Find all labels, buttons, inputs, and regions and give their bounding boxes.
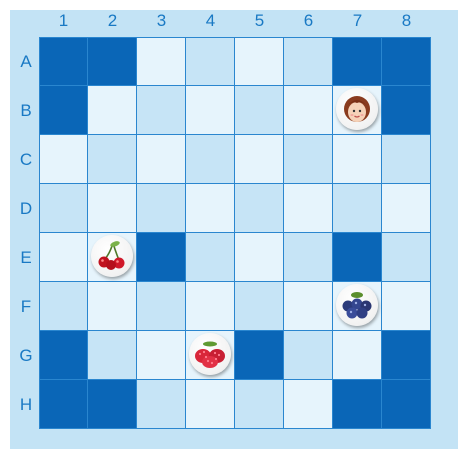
- board-cell-A7[interactable]: [333, 37, 382, 86]
- board-cell-G5[interactable]: [235, 331, 284, 380]
- raspberries-icon[interactable]: [189, 333, 231, 375]
- board-cell-H7[interactable]: [333, 380, 382, 429]
- cherries-icon[interactable]: [91, 235, 133, 277]
- board-cell-E7[interactable]: [333, 233, 382, 282]
- board-cell-C7[interactable]: [333, 135, 382, 184]
- board-cell-G1[interactable]: [39, 331, 88, 380]
- board-cell-F7[interactable]: [333, 282, 382, 331]
- blueberries-icon[interactable]: [336, 284, 378, 326]
- board-cell-G8[interactable]: [382, 331, 431, 380]
- column-label-2: 2: [88, 10, 137, 32]
- girl-face-icon[interactable]: [336, 88, 378, 130]
- game-board: [39, 37, 431, 429]
- board-cell-A1[interactable]: [39, 37, 88, 86]
- board-cell-B1[interactable]: [39, 86, 88, 135]
- row-label-G: G: [15, 331, 37, 380]
- board-cell-D4[interactable]: [186, 184, 235, 233]
- board-cell-E3[interactable]: [137, 233, 186, 282]
- board-cell-D6[interactable]: [284, 184, 333, 233]
- board-cell-C4[interactable]: [186, 135, 235, 184]
- column-label-4: 4: [186, 10, 235, 32]
- board-cell-E5[interactable]: [235, 233, 284, 282]
- board-cell-A6[interactable]: [284, 37, 333, 86]
- board-cell-D8[interactable]: [382, 184, 431, 233]
- board-cell-F5[interactable]: [235, 282, 284, 331]
- board-cell-A3[interactable]: [137, 37, 186, 86]
- board-cell-D5[interactable]: [235, 184, 284, 233]
- board-cell-D1[interactable]: [39, 184, 88, 233]
- board-cell-G6[interactable]: [284, 331, 333, 380]
- board-cell-C3[interactable]: [137, 135, 186, 184]
- column-label-5: 5: [235, 10, 284, 32]
- column-label-6: 6: [284, 10, 333, 32]
- board-cell-G2[interactable]: [88, 331, 137, 380]
- board-cell-G7[interactable]: [333, 331, 382, 380]
- board-cell-A5[interactable]: [235, 37, 284, 86]
- board-cell-B2[interactable]: [88, 86, 137, 135]
- board-cell-C2[interactable]: [88, 135, 137, 184]
- board-cell-H2[interactable]: [88, 380, 137, 429]
- board-cell-E1[interactable]: [39, 233, 88, 282]
- board-cell-A2[interactable]: [88, 37, 137, 86]
- board-cell-F4[interactable]: [186, 282, 235, 331]
- column-label-3: 3: [137, 10, 186, 32]
- board-cell-E2[interactable]: [88, 233, 137, 282]
- board-cell-E8[interactable]: [382, 233, 431, 282]
- board-cell-D2[interactable]: [88, 184, 137, 233]
- column-label-1: 1: [39, 10, 88, 32]
- board-cell-H5[interactable]: [235, 380, 284, 429]
- board-cell-F3[interactable]: [137, 282, 186, 331]
- board-cell-B3[interactable]: [137, 86, 186, 135]
- board-cell-A8[interactable]: [382, 37, 431, 86]
- board-cell-G4[interactable]: [186, 331, 235, 380]
- board-cell-E4[interactable]: [186, 233, 235, 282]
- row-label-F: F: [15, 282, 37, 331]
- board-cell-H8[interactable]: [382, 380, 431, 429]
- board-cell-F1[interactable]: [39, 282, 88, 331]
- board-cell-B6[interactable]: [284, 86, 333, 135]
- board-cell-C1[interactable]: [39, 135, 88, 184]
- row-label-A: A: [15, 37, 37, 86]
- board-cell-A4[interactable]: [186, 37, 235, 86]
- row-label-B: B: [15, 86, 37, 135]
- board-cell-F8[interactable]: [382, 282, 431, 331]
- board-cell-B4[interactable]: [186, 86, 235, 135]
- board-cell-H4[interactable]: [186, 380, 235, 429]
- column-label-8: 8: [382, 10, 431, 32]
- board-cell-D7[interactable]: [333, 184, 382, 233]
- board-cell-C6[interactable]: [284, 135, 333, 184]
- board-cell-F6[interactable]: [284, 282, 333, 331]
- row-label-C: C: [15, 135, 37, 184]
- board-cell-F2[interactable]: [88, 282, 137, 331]
- board-cell-C5[interactable]: [235, 135, 284, 184]
- row-label-E: E: [15, 233, 37, 282]
- board-cell-B7[interactable]: [333, 86, 382, 135]
- row-label-H: H: [15, 380, 37, 429]
- row-label-D: D: [15, 184, 37, 233]
- column-label-7: 7: [333, 10, 382, 32]
- board-cell-B8[interactable]: [382, 86, 431, 135]
- board-cell-B5[interactable]: [235, 86, 284, 135]
- board-cell-G3[interactable]: [137, 331, 186, 380]
- board-cell-E6[interactable]: [284, 233, 333, 282]
- board-cell-H6[interactable]: [284, 380, 333, 429]
- board-cell-H3[interactable]: [137, 380, 186, 429]
- board-cell-D3[interactable]: [137, 184, 186, 233]
- board-cell-C8[interactable]: [382, 135, 431, 184]
- board-cell-H1[interactable]: [39, 380, 88, 429]
